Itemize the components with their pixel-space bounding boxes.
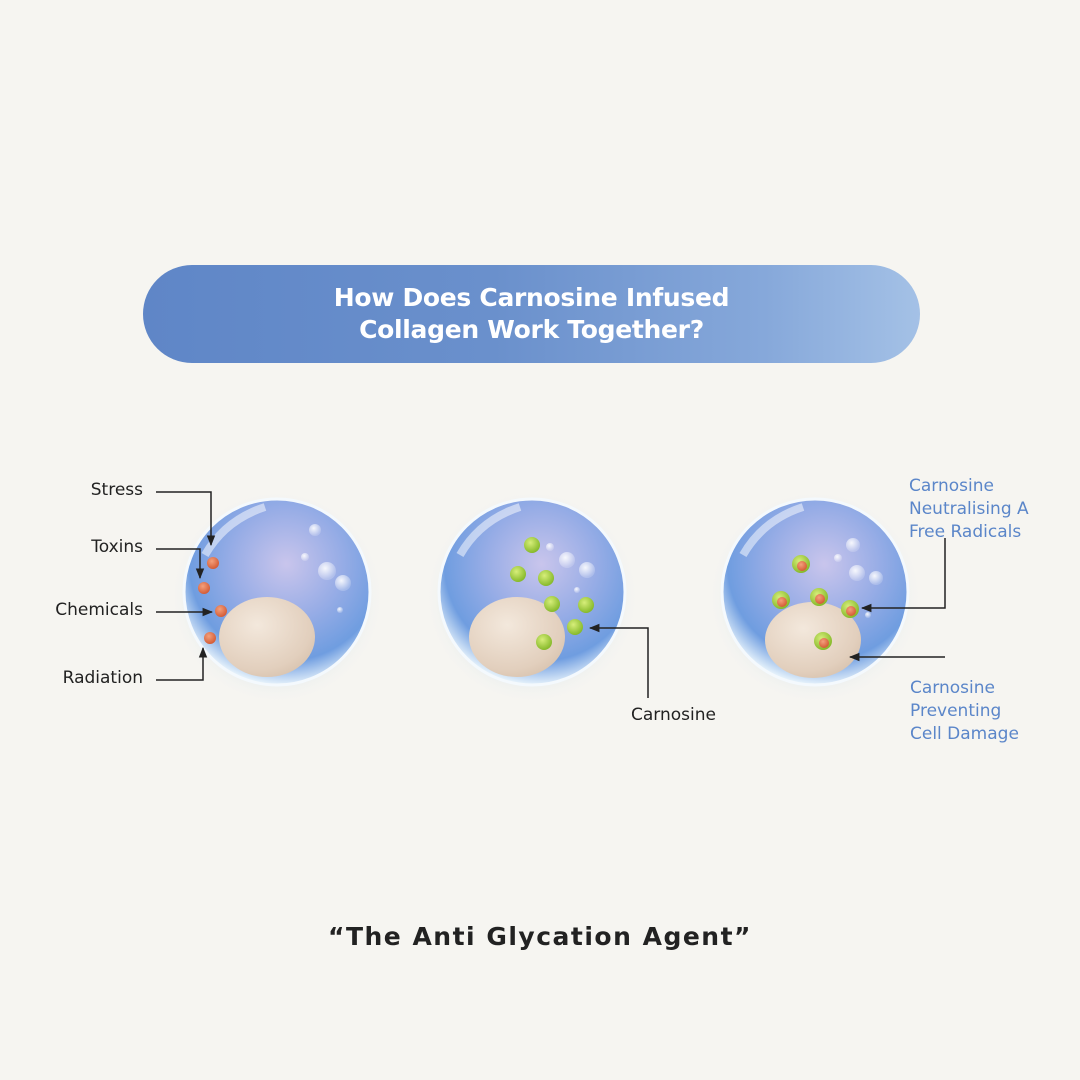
free-radical-particle: [204, 632, 216, 644]
label-radiation: Radiation: [62, 668, 143, 688]
carnosine-particle: [578, 597, 594, 613]
carnosine-cell-illustration: [422, 485, 642, 710]
carnosine-particle: [524, 537, 540, 553]
neutralised-radical-particle: [792, 555, 810, 573]
free-radical-particle: [215, 605, 227, 617]
neutralised-radical-particle: [814, 632, 832, 650]
title-line-2: Collagen Work Together?: [359, 315, 704, 344]
damaged-cell-illustration: [165, 485, 385, 710]
neutralised-radical-particle: [810, 588, 828, 606]
neutralised-radical-particle: [772, 591, 790, 609]
carnosine-particle: [510, 566, 526, 582]
title-line-1: How Does Carnosine Infused: [333, 283, 730, 312]
title-banner: How Does Carnosine Infused Collagen Work…: [143, 265, 920, 363]
label-stress: Stress: [90, 480, 143, 500]
protected-cell-illustration: [703, 485, 923, 710]
label-carnosine: Carnosine: [631, 705, 716, 725]
label-chemicals: Chemicals: [55, 600, 143, 620]
label-toxins: Toxins: [91, 537, 143, 557]
carnosine-particle: [538, 570, 554, 586]
free-radical-particle: [207, 557, 219, 569]
label-preventing: Carnosine Preventing Cell Damage: [910, 678, 1019, 744]
tagline: “The Anti Glycation Agent”: [328, 922, 752, 951]
label-neutralising: Carnosine Neutralising A Free Radicals: [909, 476, 1029, 542]
free-radical-particle: [198, 582, 210, 594]
carnosine-particle: [536, 634, 552, 650]
carnosine-particle: [544, 596, 560, 612]
carnosine-particle: [567, 619, 583, 635]
neutralised-radical-particle: [841, 600, 859, 618]
